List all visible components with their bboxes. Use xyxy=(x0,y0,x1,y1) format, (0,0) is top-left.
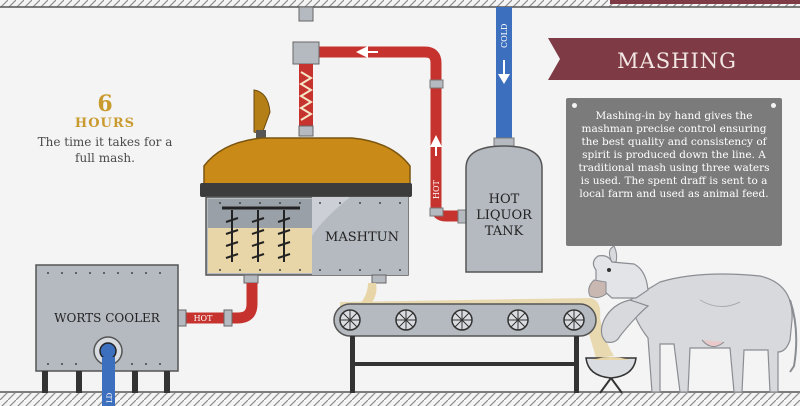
ceiling xyxy=(0,0,800,8)
conveyor-rollers xyxy=(339,309,585,331)
pipe-label-cold-bottom: LD xyxy=(106,392,114,403)
floor xyxy=(0,391,800,406)
mash-duration-stat: 6 HOURS The time it takes for a full mas… xyxy=(30,92,180,166)
pin-dot-icon xyxy=(771,103,776,108)
feed-pipe xyxy=(292,6,320,137)
pipe-label-hot-horizontal: HOT xyxy=(194,314,214,323)
info-text: Mashing-in by hand gives the mashman pre… xyxy=(578,110,770,200)
stat-value: 6 xyxy=(97,91,113,117)
hot-pipe-loop: HOT xyxy=(318,46,467,224)
pin-dot-icon xyxy=(572,103,577,108)
flow-arrow-up-icon xyxy=(430,135,442,147)
cow-illustration xyxy=(588,245,798,393)
conveyor-belt xyxy=(333,303,597,393)
worts-cooler-label: WORTS COOLER xyxy=(54,311,161,325)
hot-liquor-tank: HOT LIQUOR TANK xyxy=(465,145,543,273)
wort-pipe: HOT xyxy=(177,283,258,327)
title-banner xyxy=(548,38,800,80)
flow-arrow-down-icon xyxy=(498,74,510,84)
stat-unit: HOURS xyxy=(74,116,136,131)
section-title: MASHING xyxy=(617,49,737,73)
cold-pipe: COLD xyxy=(493,7,515,147)
flow-arrow-left-icon xyxy=(356,46,368,58)
stat-description: The time it takes for a full mash. xyxy=(37,135,173,165)
worts-cooler: WORTS COOLER LD xyxy=(35,264,179,406)
mashtun-label: MASHTUN xyxy=(325,230,399,245)
pipe-label-hot-vertical: HOT xyxy=(432,179,441,199)
info-box: Mashing-in by hand gives the mashman pre… xyxy=(566,98,782,246)
rivet-dots xyxy=(219,202,401,271)
pipe-label-cold-top: COLD xyxy=(500,24,509,48)
feed-trough xyxy=(585,357,637,394)
hot-liquor-tank-label-line2: LIQUOR xyxy=(476,208,533,223)
hot-liquor-tank-label-line1: HOT xyxy=(489,192,520,207)
mashtun: MASHTUN xyxy=(200,89,412,284)
hot-liquor-tank-label-line3: TANK xyxy=(485,224,524,239)
